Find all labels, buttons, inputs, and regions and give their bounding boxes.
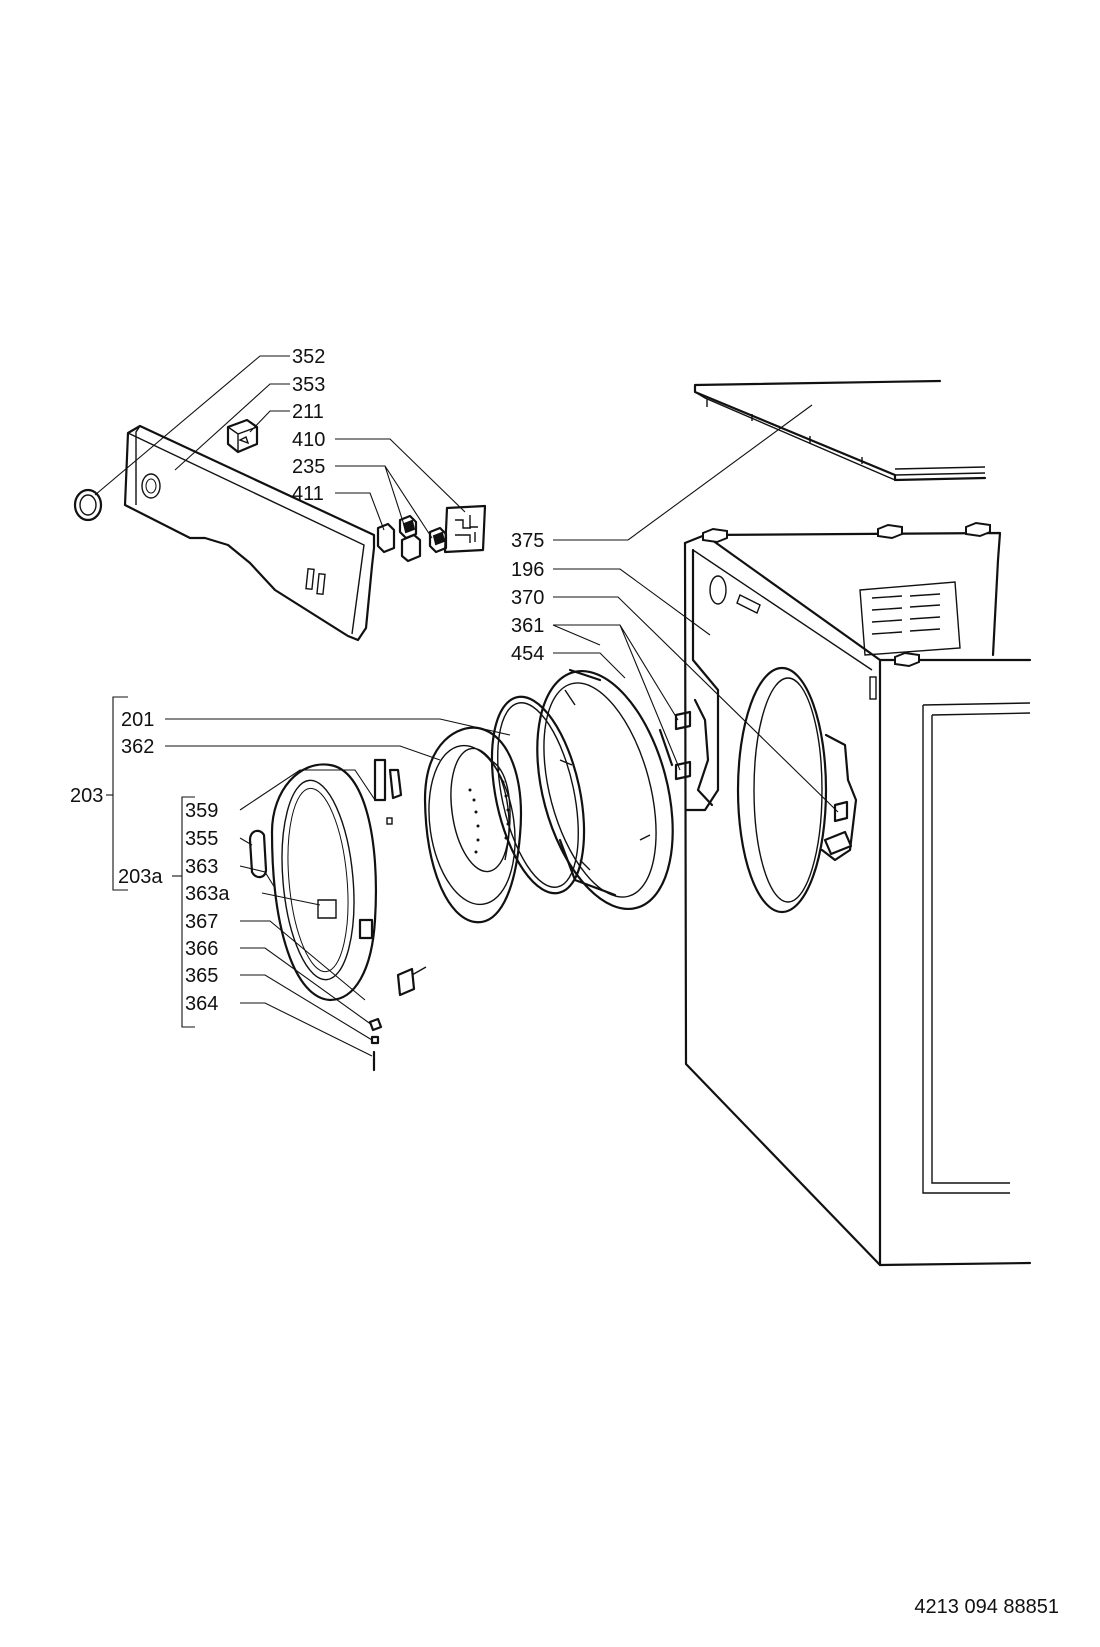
label-363a: 363a bbox=[185, 883, 230, 905]
label-359: 359 bbox=[185, 800, 218, 822]
label-363: 363 bbox=[185, 856, 218, 878]
label-203: 203 bbox=[70, 785, 103, 807]
label-410: 410 bbox=[292, 429, 325, 451]
door-vent-holes bbox=[468, 768, 510, 854]
switch-buttons bbox=[376, 514, 448, 563]
label-454: 454 bbox=[511, 643, 544, 665]
label-370: 370 bbox=[511, 587, 544, 609]
label-367: 367 bbox=[185, 911, 218, 933]
knob-ring bbox=[73, 488, 103, 522]
document-number: 4213 094 88851 bbox=[914, 1596, 1059, 1618]
label-365: 365 bbox=[185, 965, 218, 987]
label-366: 366 bbox=[185, 938, 218, 960]
inner-door-ring-362 bbox=[423, 726, 522, 924]
switch-211 bbox=[226, 418, 259, 454]
label-352: 352 bbox=[292, 346, 325, 368]
label-411: 411 bbox=[292, 483, 324, 505]
door-seal-201 bbox=[490, 695, 586, 895]
door-handle-355 bbox=[248, 829, 268, 879]
outer-door-203a bbox=[270, 763, 378, 1002]
top-cover bbox=[693, 379, 987, 482]
hinge-clips-361 bbox=[674, 698, 714, 807]
leader-lines bbox=[94, 355, 839, 1057]
label-235: 235 bbox=[292, 456, 325, 478]
control-panel bbox=[123, 424, 376, 642]
label-362: 362 bbox=[121, 736, 154, 758]
label-355: 355 bbox=[185, 828, 218, 850]
label-364: 364 bbox=[185, 993, 218, 1015]
front-ring-454 bbox=[536, 668, 674, 911]
label-375: 375 bbox=[511, 530, 544, 552]
label-201: 201 bbox=[121, 709, 154, 731]
door-bracket bbox=[373, 758, 403, 825]
small-parts bbox=[368, 1017, 383, 1072]
part-labels: 352 353 211 410 235 411 375 196 370 361 … bbox=[70, 346, 544, 1015]
label-361: 361 bbox=[511, 615, 544, 637]
label-211: 211 bbox=[292, 401, 324, 423]
cabinet bbox=[683, 521, 1032, 1267]
group-brackets bbox=[106, 696, 195, 1028]
hinge-bracket-367 bbox=[396, 966, 427, 997]
circuit-board-410 bbox=[443, 504, 487, 554]
label-203a: 203a bbox=[118, 866, 163, 888]
label-353: 353 bbox=[292, 374, 325, 396]
label-196: 196 bbox=[511, 559, 544, 581]
